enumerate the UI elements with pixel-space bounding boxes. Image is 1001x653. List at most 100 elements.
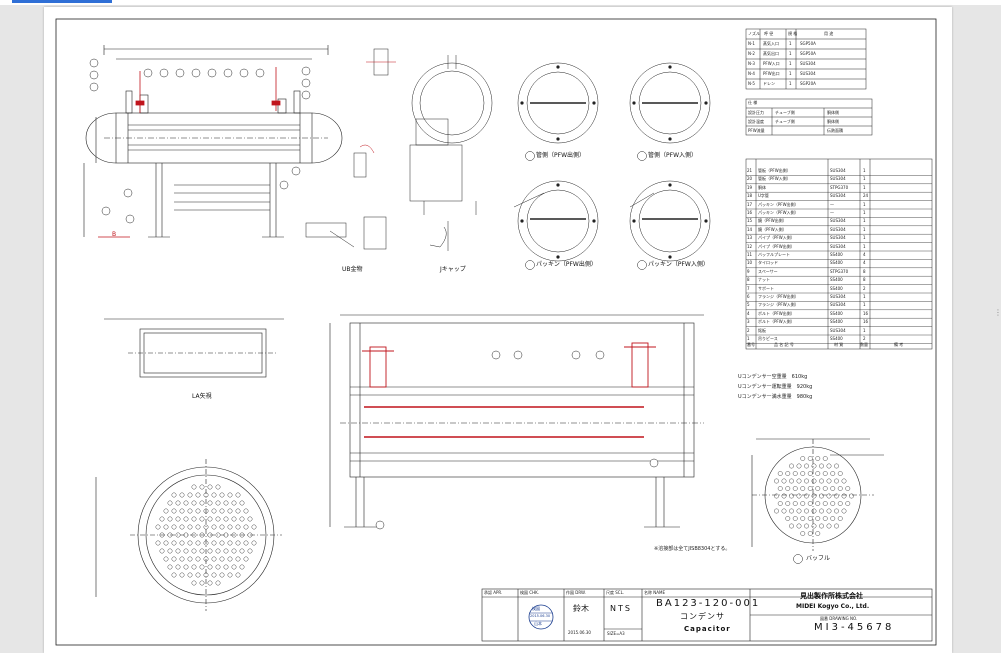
parts-cell: タイロッド	[758, 260, 778, 266]
parts-cell: フランジ（PFW出側）	[758, 294, 799, 299]
tube-hole	[215, 484, 221, 490]
tube-hole	[175, 532, 181, 538]
tube-hole	[815, 501, 821, 506]
caption-view1: 管側（PFW出側）	[536, 152, 586, 159]
caption-view4: パッキン（PFW入側）	[648, 261, 709, 268]
tube-hole	[811, 508, 817, 514]
tube-hole	[819, 478, 824, 484]
main-view-tubes	[364, 406, 644, 438]
scroll-grip-icon[interactable]: ⋮	[994, 308, 1001, 317]
tube-hole	[179, 508, 185, 514]
tube-hole	[781, 508, 787, 514]
tube-hole	[235, 508, 241, 514]
parts-cell: SUS304	[830, 176, 846, 182]
tube-hole	[207, 500, 213, 506]
tb-scale-label: 尺度 SCL.	[606, 590, 625, 595]
design-row-2-label: 設計温度	[748, 119, 764, 124]
tube-hole	[789, 493, 794, 499]
tube-hole	[207, 548, 213, 554]
tube-hole	[781, 493, 787, 499]
parts-cell: SS400	[830, 310, 843, 316]
tube-hole	[815, 531, 821, 536]
tube-hole	[837, 486, 843, 491]
tube-hole	[175, 500, 181, 506]
tube-hole	[179, 492, 185, 498]
tube-hole	[247, 548, 253, 554]
design-row-3-area: 伝熱面積	[827, 128, 843, 133]
tube-hole	[792, 486, 798, 491]
tb-drawing-code: BA123-120-001	[656, 598, 761, 609]
viewer-active-tab[interactable]	[12, 0, 112, 3]
tube-hole	[774, 493, 779, 499]
title-block-grid	[481, 588, 933, 642]
tube-hole	[211, 524, 217, 530]
tube-hole	[195, 524, 201, 530]
parts-footer-name: 品 名 記 号	[774, 342, 794, 347]
nozzle-table-grid	[745, 28, 867, 90]
design-row-1-label: 設計圧力	[748, 110, 764, 115]
tube-hole	[830, 516, 836, 521]
flange-views	[513, 62, 711, 262]
nozzle-cell: PFW出口	[763, 71, 780, 76]
parts-cell: SUS304	[830, 327, 846, 333]
tube-hole	[841, 508, 847, 514]
tb-scale-value: NTS	[610, 604, 632, 613]
nozzle-header-1: ノズル	[748, 31, 760, 36]
nozzle-cell: 1	[789, 41, 792, 46]
tube-hole	[159, 516, 165, 522]
parts-cell: 2	[863, 336, 866, 341]
tube-hole	[841, 478, 847, 484]
tube-hole	[199, 500, 205, 506]
parts-cell: 21	[747, 168, 753, 173]
nozzle-cell: SGP50A	[800, 41, 816, 46]
tube-hole	[215, 532, 221, 538]
parts-cell: SUS304	[830, 226, 846, 232]
tube-hole	[223, 532, 229, 538]
tube-hole	[822, 501, 828, 506]
tube-hole	[807, 486, 813, 491]
caption-baffle: バッフル	[806, 555, 831, 562]
tube-hole	[789, 478, 794, 484]
tube-hole	[239, 516, 245, 522]
tube-hole	[223, 500, 229, 506]
tube-hole	[822, 471, 828, 476]
parts-cell: 3	[747, 319, 750, 325]
tube-hole	[243, 524, 249, 530]
stamp-top: 検図	[532, 606, 540, 611]
tube-hole	[811, 463, 817, 469]
parts-cell: パイプ（PFW入側）	[758, 235, 795, 241]
tube-hole	[215, 580, 221, 586]
tube-hole	[199, 580, 205, 586]
tube-hole	[175, 548, 181, 554]
tube-hole	[807, 456, 813, 461]
parts-cell: パッキン（PFW入側）	[758, 210, 799, 215]
parts-cell: 1	[863, 294, 866, 299]
tube-hole	[179, 524, 185, 530]
parts-footer-no: 番号	[747, 342, 755, 347]
caption-la-view: LA矢視	[192, 393, 212, 400]
tube-hole	[211, 540, 217, 546]
tube-hole	[203, 572, 209, 578]
tube-hole	[171, 572, 177, 578]
nozzle-cell: SUS304	[800, 71, 816, 76]
tube-hole	[826, 523, 832, 529]
parts-cell: サポート	[758, 285, 774, 291]
tube-hole	[191, 516, 197, 522]
tube-hole	[227, 540, 233, 546]
tube-hole	[834, 523, 839, 529]
parts-cell: 8	[747, 277, 750, 283]
tube-hole	[235, 540, 241, 546]
tube-hole	[159, 532, 165, 538]
tube-hole	[195, 572, 201, 578]
parts-footer-qty: 数量	[860, 342, 868, 347]
tube-hole	[819, 508, 824, 514]
tube-hole	[175, 564, 181, 570]
tube-hole	[187, 508, 193, 514]
parts-cell: SUS304	[830, 294, 846, 299]
tb-drawer-date: 2015.06.30	[568, 630, 591, 635]
tube-hole	[815, 471, 821, 476]
tube-hole	[804, 463, 809, 469]
parts-cell: 1	[863, 184, 866, 190]
la-view	[104, 318, 284, 378]
viewer-scroll-indicator[interactable]: ⋮	[991, 8, 1001, 648]
